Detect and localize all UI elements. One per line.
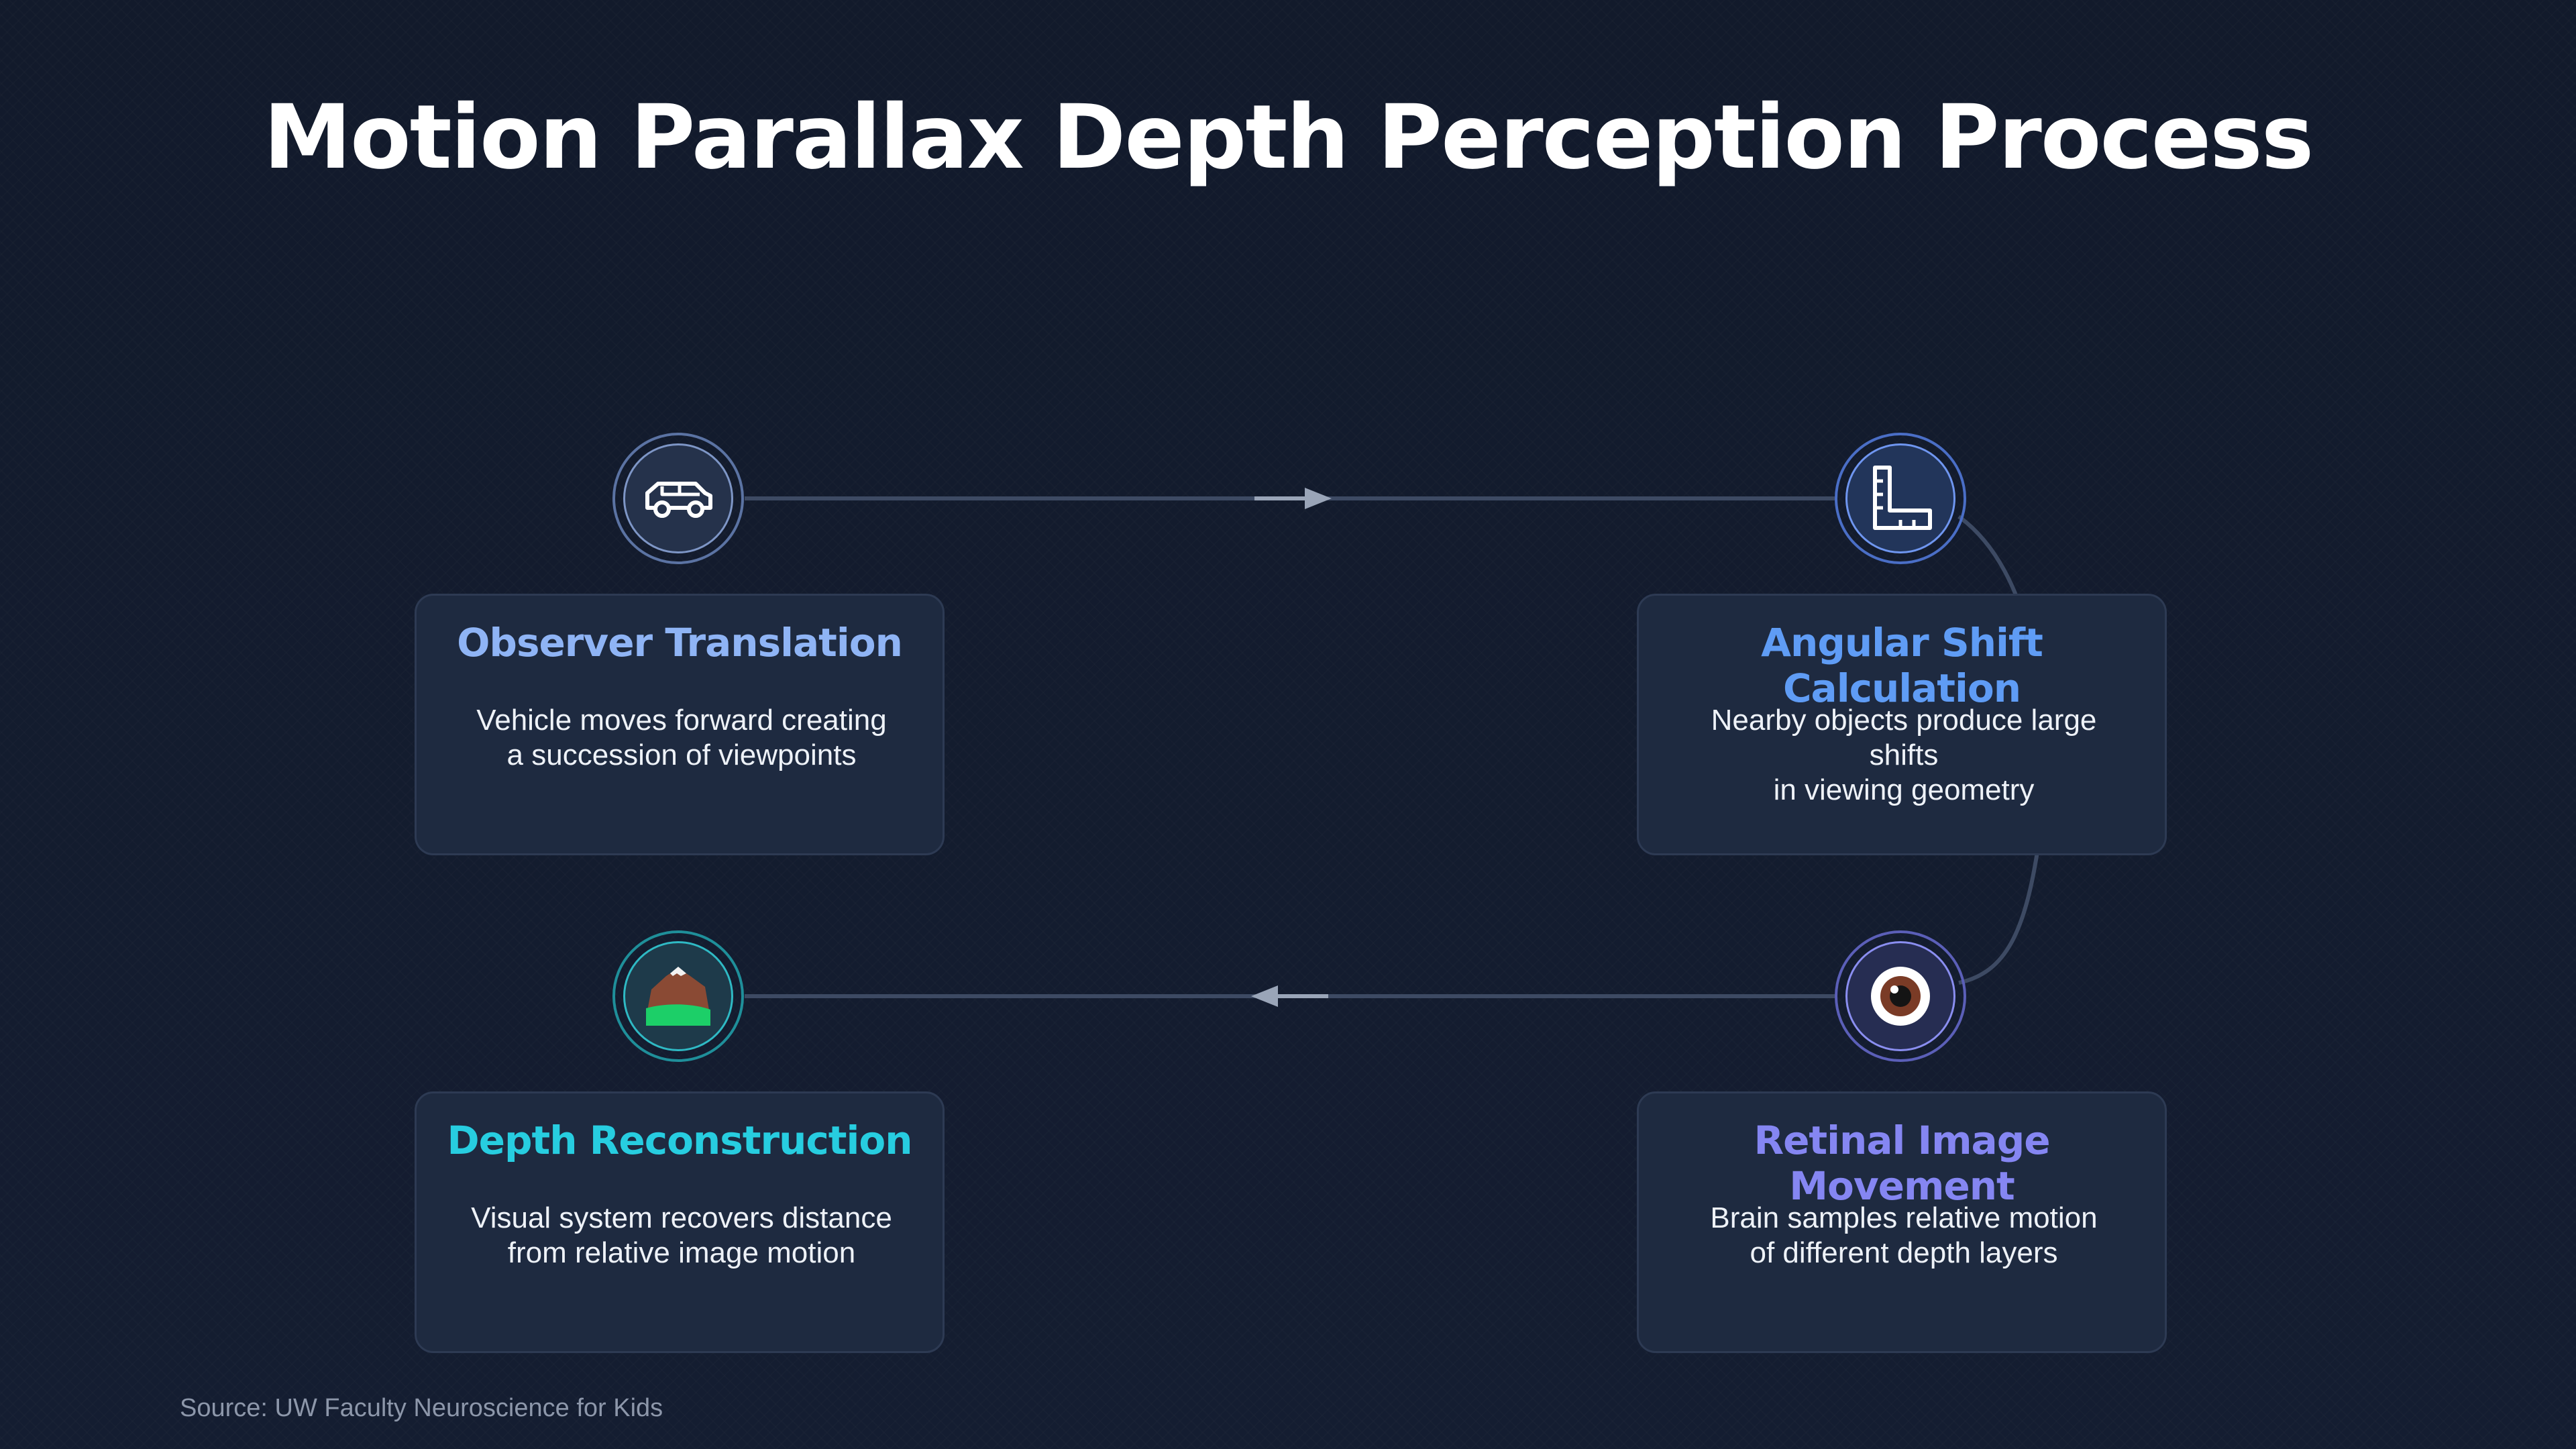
step-description: Visual system recovers distance from rel… xyxy=(457,1201,906,1271)
arrow-right-icon xyxy=(1305,488,1332,509)
step-card-retinal-image: Retinal Image Movement Brain samples rel… xyxy=(1637,1091,2167,1353)
step-description-line: Visual system recovers distance xyxy=(471,1201,892,1234)
step-description-line: Brain samples relative motion xyxy=(1710,1201,2098,1234)
step-description-line: Vehicle moves forward creating xyxy=(476,704,887,737)
eye-icon xyxy=(1871,967,1930,1026)
mountain-icon-node xyxy=(612,930,744,1062)
step-description-line: a succession of viewpoints xyxy=(506,739,857,771)
step-description-line: Nearby objects produce large shifts xyxy=(1711,704,2097,771)
step-description: Vehicle moves forward creating a success… xyxy=(457,703,906,773)
step-card-angular-shift: Angular Shift Calculation Nearby objects… xyxy=(1637,594,2167,855)
page-title: Motion Parallax Depth Perception Process xyxy=(263,86,2314,189)
step-description-line: in viewing geometry xyxy=(1773,773,2035,806)
mountain-icon xyxy=(646,967,710,1026)
step-description: Brain samples relative motion of differe… xyxy=(1679,1201,2129,1271)
ruler-angle-icon-node xyxy=(1835,433,1966,564)
eye-icon-node xyxy=(1835,930,1966,1062)
ruler-angle-icon xyxy=(1873,466,1932,530)
step-card-observer-translation: Observer Translation Vehicle moves forwa… xyxy=(415,594,945,855)
step-description: Nearby objects produce large shifts in v… xyxy=(1679,703,2129,808)
step-title: Observer Translation xyxy=(457,620,903,665)
step-title: Retinal Image Movement xyxy=(1754,1118,2050,1209)
step-title: Depth Reconstruction xyxy=(447,1118,913,1163)
car-icon xyxy=(645,482,712,518)
step-card-depth-reconstruction: Depth Reconstruction Visual system recov… xyxy=(415,1091,945,1353)
step-title: Angular Shift Calculation xyxy=(1761,620,2043,711)
step-description-line: from relative image motion xyxy=(507,1236,856,1269)
car-icon-node xyxy=(612,433,744,564)
arrow-left-icon xyxy=(1251,985,1278,1007)
source-caption: Source: UW Faculty Neuroscience for Kids xyxy=(180,1394,663,1422)
step-description-line: of different depth layers xyxy=(1750,1236,2058,1269)
